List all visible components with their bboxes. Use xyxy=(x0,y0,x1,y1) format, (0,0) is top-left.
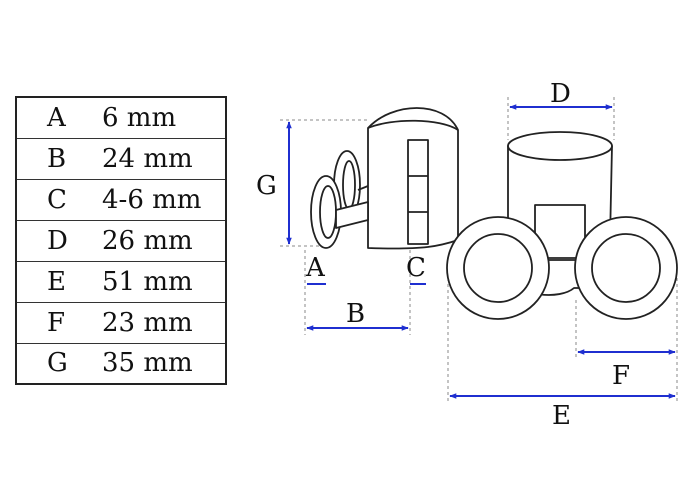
spec-value: 24 mm xyxy=(94,137,226,180)
front-roller xyxy=(446,131,678,320)
spec-value: 35 mm xyxy=(94,342,226,385)
spec-value: 4-6 mm xyxy=(94,178,226,221)
spec-value: 6 mm xyxy=(94,96,226,139)
dimension-arrows xyxy=(286,104,676,399)
spec-key: E xyxy=(16,260,94,303)
label-d: D xyxy=(550,79,571,109)
spec-key: A xyxy=(16,96,94,139)
label-b: B xyxy=(346,299,365,329)
label-g: G xyxy=(256,171,277,201)
label-e: E xyxy=(552,401,571,431)
guide-lines xyxy=(280,97,678,402)
label-a: A xyxy=(305,253,326,283)
spec-key: G xyxy=(16,342,94,385)
spec-value: 51 mm xyxy=(94,260,226,303)
label-c: C xyxy=(406,253,426,283)
spec-value: 26 mm xyxy=(94,219,226,262)
side-roller xyxy=(310,107,459,250)
label-f: F xyxy=(612,361,630,391)
spec-value: 23 mm xyxy=(94,301,226,344)
spec-key: C xyxy=(16,178,94,221)
